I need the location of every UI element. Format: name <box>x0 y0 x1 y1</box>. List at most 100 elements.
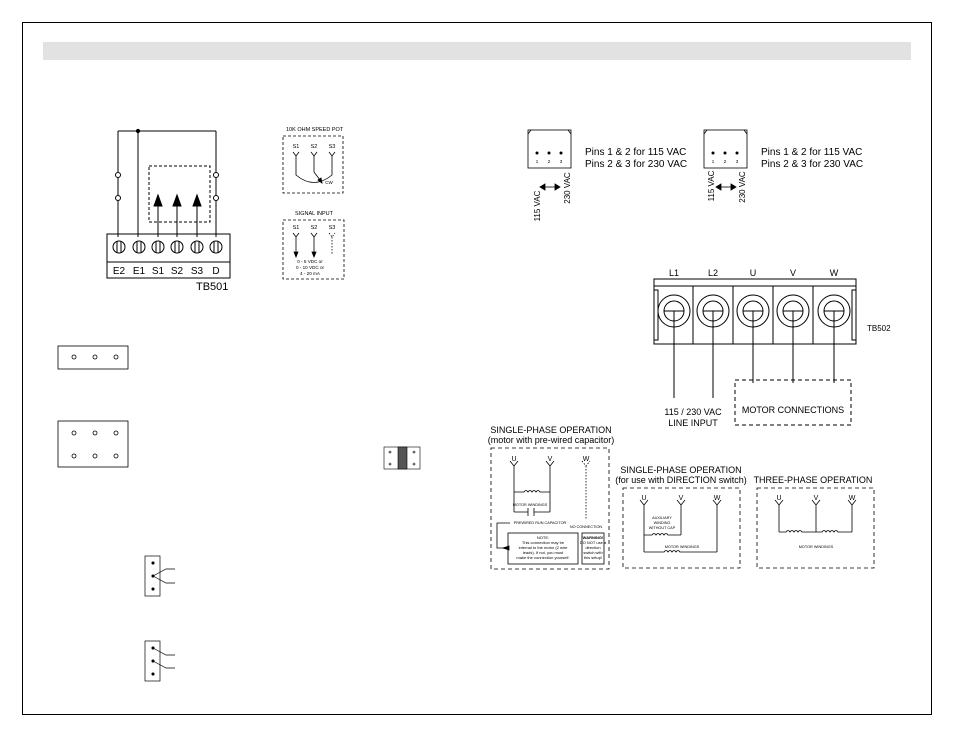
three-phase-label-w: W <box>849 495 856 502</box>
sp-a-motor-windings: MOTOR WINDINGS <box>513 503 548 507</box>
vs2-pin-3: 3 <box>736 159 739 164</box>
sp-b-aux-line-3: WITHOUT CAP <box>649 526 676 530</box>
sp-b-aux-line-2: WINDING <box>654 521 671 525</box>
sp-a-title-1: SINGLE-PHASE OPERATION <box>490 425 611 435</box>
sp-b-aux-label: AUXILIARY WINDING WITHOUT CAP <box>649 516 676 530</box>
signal-input-range-2: 0 - 10 VDC or <box>296 265 325 270</box>
sp-a-note: NOTE: This connection may be internal to… <box>516 535 569 560</box>
header-bar <box>43 42 911 60</box>
signal-input-labels: S1 S2 S3 0 - 5 VDC or 0 - 10 VDC or 4 - … <box>293 225 336 276</box>
connector-small-2 <box>144 640 175 682</box>
sp-b-aux-line-1: AUXILIARY <box>652 516 672 520</box>
speed-pot-pin-s2: S2 <box>311 144 318 150</box>
three-phase-terminal-labels: U V W <box>776 495 855 502</box>
tb501-label-e1: E1 <box>133 266 146 277</box>
sp-a-warning-line-3: switch with <box>583 550 602 555</box>
sp-a-label-w: W <box>583 456 590 463</box>
sp-a-warning-line-1: DO NOT use a <box>580 540 607 545</box>
sp-a-note-title: NOTE: <box>537 535 549 540</box>
tb502-label-v: V <box>790 268 796 278</box>
speed-pot-pin-labels: S1 S2 S3 CW <box>293 144 336 185</box>
voltage-selector-1 <box>527 129 572 191</box>
speed-pot-cw: CW <box>325 180 333 185</box>
tb501-title: TB501 <box>196 281 228 293</box>
sp-a-note-line-4: make the connection yourself. <box>516 555 569 560</box>
vs1-label-230: 230 VAC <box>563 172 572 204</box>
tb501-label-s3: S3 <box>191 266 204 277</box>
single-phase-b-diagram <box>622 487 741 569</box>
signal-input-pin-s1: S1 <box>293 225 300 231</box>
vs2-instruction-1: Pins 1 & 2 for 115 VAC <box>761 147 862 158</box>
tb502-label-u: U <box>750 268 757 278</box>
sp-a-warning: WARNING! DO NOT use a direction switch w… <box>580 535 607 560</box>
tb502-label-w: W <box>830 268 839 278</box>
sp-b-label-w: W <box>714 495 721 502</box>
jumper-header-6pin <box>57 420 129 468</box>
tb501-terminal-labels: E2 E1 S1 S2 S3 D <box>113 266 220 277</box>
sp-a-warning-title: WARNING! <box>583 535 604 540</box>
page-frame <box>22 22 932 715</box>
tb502-title: TB502 <box>867 324 891 333</box>
vs2-instruction-2: Pins 2 & 3 for 230 VAC <box>761 159 863 170</box>
tb501-label-d: D <box>212 266 219 277</box>
sp-a-note-line-1: This connection may be <box>522 540 565 545</box>
vs1-instruction-1: Pins 1 & 2 for 115 VAC <box>585 147 686 158</box>
three-phase-diagram <box>756 487 875 569</box>
sp-a-capacitor: PREWIRED RUN CAPACITOR <box>514 521 567 525</box>
voltage-selector-2 <box>703 129 748 191</box>
three-phase-label-v: V <box>814 495 819 502</box>
tb502-label-l2: L2 <box>708 268 718 278</box>
sp-a-no-connection: NO CONNECTION <box>570 525 603 529</box>
voltage-selector-2-pins: 1 2 3 <box>712 159 739 164</box>
tb502-terminal-block <box>653 278 857 426</box>
sp-b-title-1: SINGLE-PHASE OPERATION <box>620 465 741 475</box>
connector-small-1 <box>144 555 175 597</box>
vs2-pin-1: 1 <box>712 159 715 164</box>
vs1-instruction-2: Pins 2 & 3 for 230 VAC <box>585 159 687 170</box>
sp-b-motor-windings: MOTOR WINDINGS <box>665 545 700 549</box>
sp-b-label-v: V <box>679 495 684 502</box>
vs1-pin-1: 1 <box>536 159 539 164</box>
tb502-terminal-labels: L1 L2 U V W <box>669 268 839 278</box>
sp-a-warning-line-2: direction <box>585 545 600 550</box>
signal-input-pin-s2: S2 <box>311 225 318 231</box>
speed-pot-pin-s3: S3 <box>329 144 336 150</box>
speed-pot-title: 10K OHM SPEED POT <box>286 127 344 133</box>
tb502-line-input-1: 115 / 230 VAC <box>664 407 722 417</box>
single-phase-a-diagram <box>490 447 610 570</box>
tb502-line-input-2: LINE INPUT <box>668 418 718 428</box>
tb502-motor-connections: MOTOR CONNECTIONS <box>742 405 844 415</box>
signal-input-diagram <box>282 219 345 280</box>
tb501-label-s2: S2 <box>171 266 184 277</box>
tb501-terminal-block <box>106 128 231 279</box>
speed-pot-pin-s1: S1 <box>293 144 300 150</box>
sp-a-title-2: (motor with pre-wired capacitor) <box>488 435 615 445</box>
vs2-label-230: 230 VAC <box>738 171 747 203</box>
tb501-label-e2: E2 <box>113 266 126 277</box>
signal-input-range-1: 0 - 5 VDC or <box>297 259 323 264</box>
voltage-selector-1-pins: 1 2 3 <box>536 159 563 164</box>
three-phase-label-u: U <box>776 495 781 502</box>
signal-input-title: SIGNAL INPUT <box>295 211 334 217</box>
jumper-header-3pin <box>57 345 129 370</box>
sp-b-label-u: U <box>641 495 646 502</box>
vs1-pin-2: 2 <box>548 159 551 164</box>
vs1-pin-3: 3 <box>560 159 563 164</box>
vs1-label-115: 115 VAC <box>533 190 542 221</box>
tb502-label-l1: L1 <box>669 268 679 278</box>
sp-a-terminal-labels: U V W <box>511 456 589 463</box>
vs2-label-115: 115 VAC <box>707 170 716 201</box>
vs2-pin-2: 2 <box>724 159 727 164</box>
sp-a-label-u: U <box>511 456 516 463</box>
sp-a-note-line-3: leads). If not, you must <box>523 550 564 555</box>
tb501-label-s1: S1 <box>152 266 165 277</box>
jumper-shunt <box>383 446 421 470</box>
sp-a-note-line-2: internal to the motor (2 wire <box>519 545 568 550</box>
sp-b-terminal-labels: U V W <box>641 495 720 502</box>
sp-a-warning-line-4: this setup! <box>584 555 602 560</box>
three-phase-title: THREE-PHASE OPERATION <box>754 475 873 485</box>
sp-b-title-2: (for use with DIRECTION switch) <box>615 475 747 485</box>
speed-pot-diagram <box>282 135 344 194</box>
signal-input-range-3: 4 - 20 mA <box>300 271 321 276</box>
